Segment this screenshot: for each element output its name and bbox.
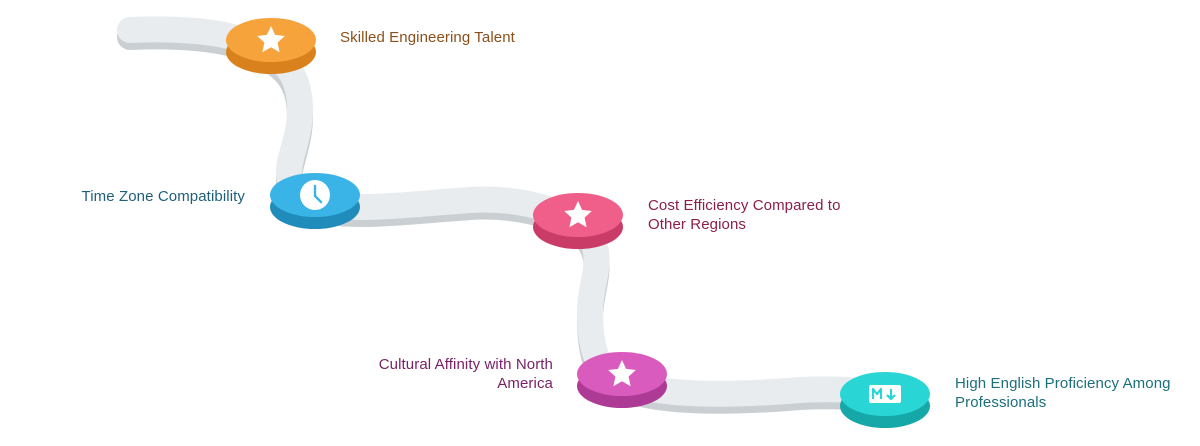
milestone-3-label: Cost Efficiency Compared to Other Region…	[648, 197, 841, 233]
milestone-4-label: Cultural Affinity with North America	[378, 356, 553, 392]
milestone-2-label: Time Zone Compatibility	[81, 188, 245, 205]
milestone-1-label: Skilled Engineering Talent	[340, 29, 515, 46]
road-surface	[117, 16, 898, 411]
milestone-1-disc	[226, 18, 316, 74]
clock-icon	[300, 180, 330, 210]
star-icon	[564, 201, 592, 228]
milestone-5-disc	[840, 372, 930, 428]
star-icon	[257, 26, 285, 53]
markdown-icon	[869, 385, 901, 403]
milestone-3-disc	[533, 193, 623, 249]
milestone-4-disc	[577, 352, 667, 408]
star-icon	[608, 360, 636, 387]
milestone-2-disc	[270, 173, 360, 229]
milestone-5-label: High English Proficiency Among Professio…	[955, 375, 1171, 411]
